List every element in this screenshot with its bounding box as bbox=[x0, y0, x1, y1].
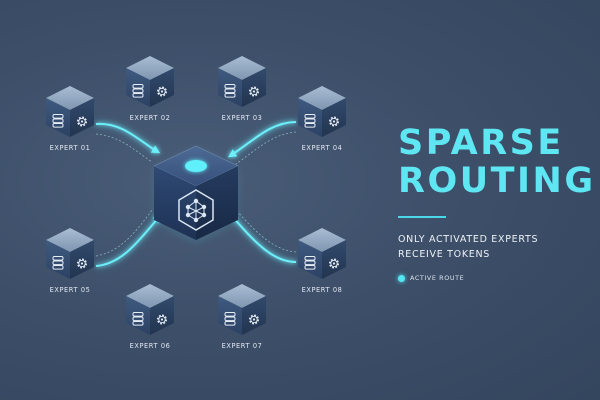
expert-nodes: EXPERT 01 EXPERT 02 EXPERT 03 EXPERT 04 EXPE… bbox=[46, 56, 346, 350]
expert-label-04: EXPERT 04 bbox=[302, 144, 343, 152]
gear-icon bbox=[77, 116, 87, 127]
gear-icon bbox=[157, 314, 167, 325]
database-icon bbox=[304, 114, 316, 128]
expert-cube-right bbox=[70, 98, 94, 137]
expert-cube-left bbox=[298, 98, 322, 137]
route-trace-expert-01 bbox=[95, 133, 153, 163]
expert-node-01: EXPERT 01 bbox=[46, 86, 94, 152]
title: SPARSE ROUTING bbox=[398, 123, 596, 201]
expert-cube-right bbox=[242, 68, 266, 107]
route-glow-expert-04 bbox=[228, 119, 297, 159]
gear-icon bbox=[329, 258, 339, 269]
database-icon bbox=[52, 256, 64, 270]
expert-cube-right bbox=[150, 296, 174, 335]
expert-label-05: EXPERT 05 bbox=[50, 286, 91, 294]
database-icon bbox=[132, 84, 144, 98]
expert-cube-left bbox=[218, 68, 242, 107]
route-glow-expert-08 bbox=[228, 212, 297, 265]
database-icon bbox=[132, 312, 144, 326]
expert-cube-right bbox=[322, 98, 346, 137]
gear-icon bbox=[77, 258, 87, 269]
expert-cube-left bbox=[46, 240, 70, 279]
title-line-1: SPARSE bbox=[398, 123, 564, 163]
expert-label-08: EXPERT 08 bbox=[302, 286, 343, 294]
database-icon bbox=[224, 312, 236, 326]
expert-label-01: EXPERT 01 bbox=[50, 144, 91, 152]
database-icon bbox=[304, 256, 316, 270]
legend: ACTIVE ROUTE bbox=[398, 274, 588, 282]
route-expert-04 bbox=[227, 121, 297, 158]
expert-label-02: EXPERT 02 bbox=[130, 114, 171, 122]
expert-node-04: EXPERT 04 bbox=[298, 86, 346, 152]
expert-cube-left bbox=[218, 296, 242, 335]
expert-cube-left bbox=[126, 68, 150, 107]
expert-cube-right bbox=[150, 68, 174, 107]
subtitle: ONLY ACTIVATED EXPERTS RECEIVE TOKENS bbox=[398, 232, 548, 262]
router-cube-right bbox=[196, 166, 238, 240]
info-panel: SPARSE ROUTING ONLY ACTIVATED EXPERTS RE… bbox=[398, 123, 596, 282]
expert-label-07: EXPERT 07 bbox=[222, 342, 263, 350]
expert-label-03: EXPERT 03 bbox=[222, 114, 263, 122]
router-cube-left bbox=[154, 166, 196, 240]
database-icon bbox=[52, 114, 64, 128]
router-indicator-light bbox=[185, 160, 207, 172]
gear-icon bbox=[249, 314, 259, 325]
route-expert-01 bbox=[95, 122, 161, 154]
expert-cube-right bbox=[322, 240, 346, 279]
active-route-dot-icon bbox=[398, 274, 405, 282]
expert-node-06: EXPERT 06 bbox=[126, 284, 174, 350]
expert-cube-left bbox=[46, 98, 70, 137]
expert-cube-right bbox=[70, 240, 94, 279]
gear-icon bbox=[249, 86, 259, 97]
gear-icon bbox=[157, 86, 167, 97]
route-trace-expert-04 bbox=[235, 131, 297, 165]
expert-node-05: EXPERT 05 bbox=[46, 228, 94, 294]
expert-node-08: EXPERT 08 bbox=[298, 228, 346, 294]
expert-label-06: EXPERT 06 bbox=[130, 342, 171, 350]
router-cube bbox=[153, 145, 239, 244]
legend-label: ACTIVE ROUTE bbox=[410, 274, 465, 282]
title-line-2: ROUTING bbox=[398, 161, 596, 201]
expert-node-02: EXPERT 02 bbox=[126, 56, 174, 122]
route-glow-expert-01 bbox=[95, 121, 160, 155]
expert-node-07: EXPERT 07 bbox=[218, 284, 266, 350]
subtitle-line-1: ONLY ACTIVATED EXPERTS bbox=[398, 234, 539, 245]
route-expert-08 bbox=[228, 212, 297, 263]
expert-cube-left bbox=[126, 296, 150, 335]
expert-node-03: EXPERT 03 bbox=[218, 56, 266, 122]
network-icon bbox=[178, 189, 214, 231]
database-icon bbox=[224, 84, 236, 98]
expert-cube-left bbox=[298, 240, 322, 279]
subtitle-line-2: RECEIVE TOKENS bbox=[398, 249, 491, 260]
gear-icon bbox=[329, 116, 339, 127]
expert-cube-right bbox=[242, 296, 266, 335]
route-glow-expert-05 bbox=[95, 214, 162, 269]
title-divider bbox=[398, 216, 446, 218]
